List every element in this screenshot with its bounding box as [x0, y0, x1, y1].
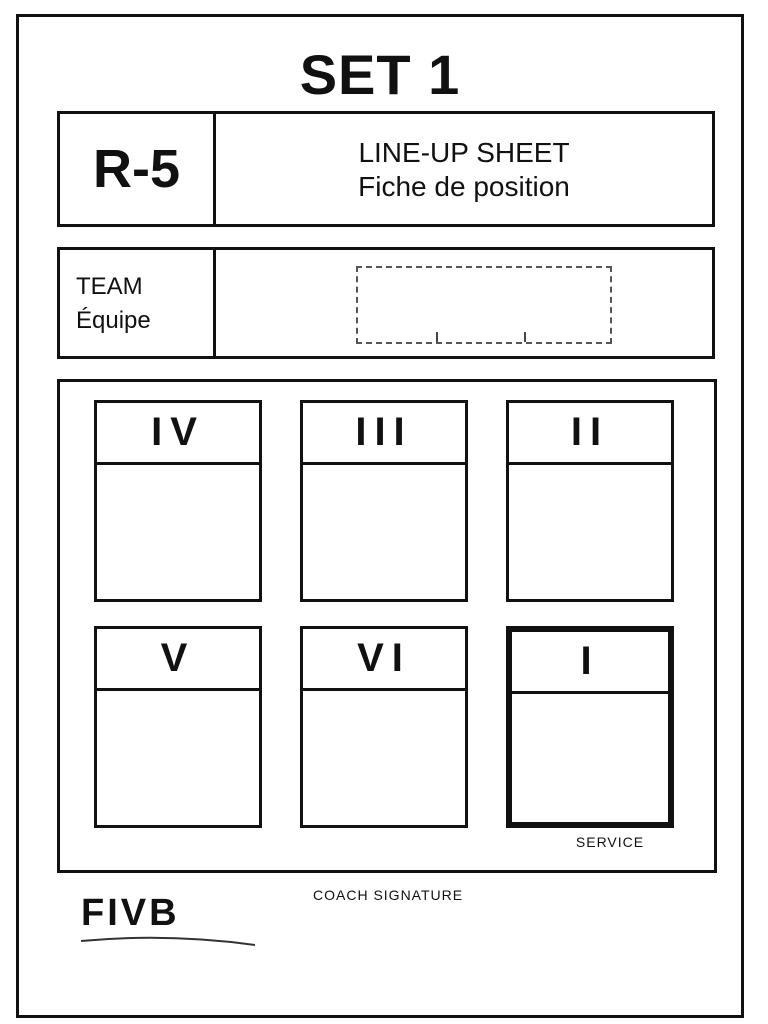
header-box: R-5 LINE-UP SHEET Fiche de position — [57, 111, 715, 227]
position-v-entry[interactable] — [97, 691, 259, 825]
position-ii-label: II — [509, 403, 671, 465]
fivb-logo-text: FIVB — [81, 892, 180, 934]
position-v-box: V — [94, 626, 262, 828]
form-code: R-5 — [60, 114, 216, 224]
team-label-english: TEAM — [76, 273, 143, 300]
court-box: IV III II V VI I SERVICE — [57, 379, 717, 873]
position-iii-label: III — [303, 403, 465, 465]
sheet-title-english: LINE-UP SHEET — [358, 137, 570, 168]
position-i-box: I — [506, 626, 674, 828]
team-field-tick — [524, 332, 526, 342]
position-ii-entry[interactable] — [509, 465, 671, 599]
position-iii-entry[interactable] — [303, 465, 465, 599]
fivb-logo-swoosh — [80, 936, 256, 946]
position-vi-entry[interactable] — [303, 691, 465, 825]
position-iii-box: III — [300, 400, 468, 602]
team-name-field[interactable] — [356, 266, 612, 344]
team-label: TEAM Équipe — [60, 250, 216, 356]
coach-signature-label: COACH SIGNATURE — [313, 887, 464, 903]
sheet-title: LINE-UP SHEET Fiche de position — [216, 136, 712, 204]
set-title: SET 1 — [299, 43, 461, 106]
position-iv-label: IV — [97, 403, 259, 465]
lineup-sheet: SET 1 R-5 LINE-UP SHEET Fiche de positio… — [16, 14, 744, 1018]
fivb-logo: FIVB — [80, 892, 256, 946]
position-i-label: I — [512, 632, 668, 694]
team-field-tick — [436, 332, 438, 342]
position-ii-box: II — [506, 400, 674, 602]
team-box: TEAM Équipe — [57, 247, 715, 359]
service-label: SERVICE — [575, 834, 645, 850]
position-vi-box: VI — [300, 626, 468, 828]
position-i-entry[interactable] — [512, 694, 668, 822]
sheet-title-french: Fiche de position — [358, 171, 570, 202]
position-v-label: V — [97, 629, 259, 691]
position-iv-entry[interactable] — [97, 465, 259, 599]
position-vi-label: VI — [303, 629, 465, 691]
team-label-french: Équipe — [76, 307, 151, 334]
position-iv-box: IV — [94, 400, 262, 602]
